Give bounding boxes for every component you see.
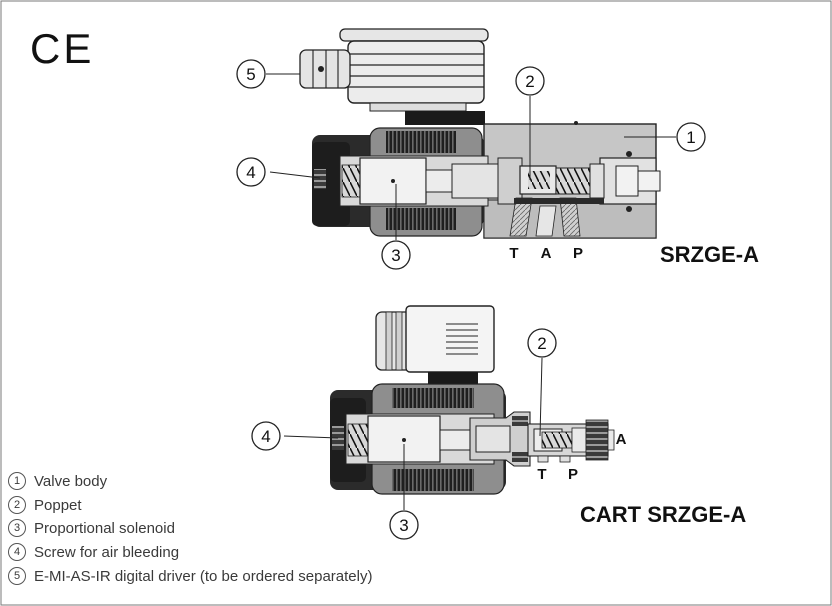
port-t-bottom: T bbox=[537, 466, 546, 483]
legend-label: Poppet bbox=[34, 496, 82, 514]
legend-label: Screw for air bleeding bbox=[34, 544, 180, 562]
callout-2-top: 2 bbox=[515, 66, 545, 96]
port-t-top: T bbox=[509, 245, 518, 262]
svg-text:4: 4 bbox=[246, 163, 255, 182]
svg-text:3: 3 bbox=[391, 246, 400, 265]
legend-number: 1 bbox=[8, 472, 26, 491]
top-callouts bbox=[266, 73, 676, 240]
title-top: SRZGE-A bbox=[660, 242, 759, 267]
legend-number: 2 bbox=[8, 495, 26, 514]
port-a-bottom: A bbox=[616, 431, 627, 448]
callout-3-bottom: 3 bbox=[389, 510, 419, 540]
legend-item-proportional-solenoid: 3 Proportional solenoid bbox=[8, 517, 372, 541]
legend-number: 5 bbox=[8, 566, 26, 585]
legend-number: 3 bbox=[8, 519, 26, 538]
connector bbox=[375, 305, 495, 386]
coil-upper-bottom bbox=[392, 388, 474, 408]
port-a-top: A bbox=[541, 245, 552, 262]
legend-number: 4 bbox=[8, 543, 26, 562]
svg-text:1: 1 bbox=[686, 128, 695, 147]
callout-4-top: 4 bbox=[236, 157, 266, 187]
svg-text:2: 2 bbox=[525, 72, 534, 91]
legend-label: Proportional solenoid bbox=[34, 520, 175, 538]
legend: 1 Valve body 2 Poppet 3 Proportional soleno… bbox=[8, 470, 372, 588]
bottom-callouts bbox=[283, 357, 543, 510]
port-p-bottom: P bbox=[568, 466, 578, 483]
port-p-top: P bbox=[573, 245, 583, 262]
legend-item-air-bleeding-screw: 4 Screw for air bleeding bbox=[8, 541, 372, 565]
svg-text:4: 4 bbox=[261, 427, 270, 446]
callout-3-top: 3 bbox=[381, 240, 411, 270]
ce-mark: CE bbox=[30, 25, 94, 72]
coil-lower bbox=[386, 208, 456, 230]
callout-2-bottom: 2 bbox=[527, 328, 557, 358]
callout-4-bottom: 4 bbox=[251, 421, 281, 451]
bottom-valve-drawing bbox=[330, 305, 615, 495]
top-valve-drawing bbox=[299, 28, 661, 239]
svg-text:2: 2 bbox=[537, 334, 546, 353]
coil-lower-bottom bbox=[392, 469, 474, 491]
svg-text:3: 3 bbox=[399, 516, 408, 535]
coil-upper bbox=[386, 131, 456, 153]
legend-item-digital-driver: 5 E-MI-AS-IR digital driver (to be ordere… bbox=[8, 565, 372, 589]
legend-item-valve-body: 1 Valve body bbox=[8, 470, 372, 494]
callout-5-top: 5 bbox=[236, 59, 266, 89]
title-bottom: CART SRZGE-A bbox=[580, 502, 746, 527]
callout-1-top: 1 bbox=[676, 122, 706, 152]
legend-item-poppet: 2 Poppet bbox=[8, 494, 372, 518]
legend-label: Valve body bbox=[34, 473, 108, 490]
svg-text:5: 5 bbox=[246, 65, 255, 84]
digital-driver bbox=[299, 28, 489, 125]
legend-label: E-MI-AS-IR digital driver (to be ordered… bbox=[34, 567, 373, 585]
